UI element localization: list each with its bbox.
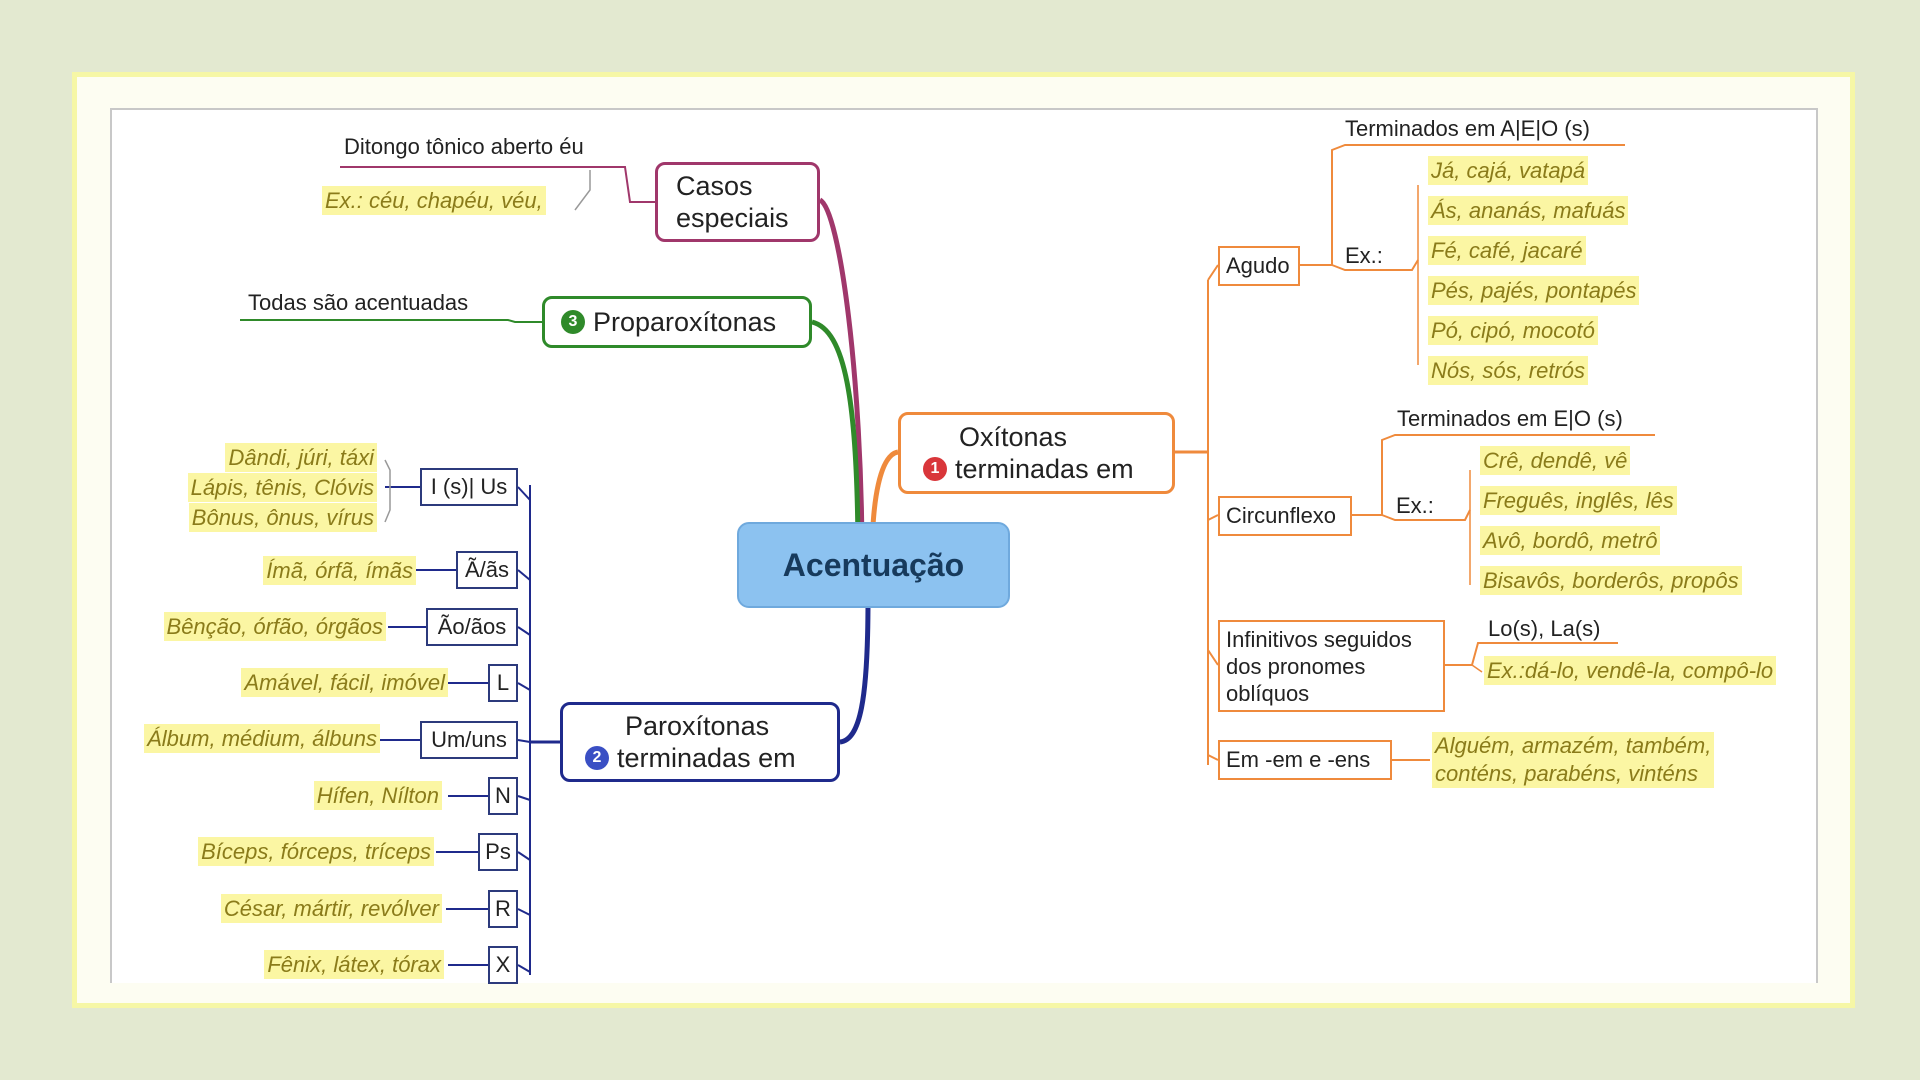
infinitivos-heading: Lo(s), La(s): [1488, 616, 1601, 641]
paroxitonas-label-2: terminadas em: [617, 743, 796, 773]
center-node[interactable]: Acentuação: [737, 522, 1010, 608]
ending-i-us[interactable]: I (s)| Us: [420, 468, 518, 506]
ending-x[interactable]: X: [488, 946, 518, 984]
example-x: Fênix, látex, tórax: [264, 950, 444, 979]
circunflexo-example-4: Bisavôs, borderôs, propôs: [1480, 566, 1742, 595]
em-ens-example-2: conténs, parabéns, vinténs: [1435, 761, 1698, 786]
ending-ao-aos[interactable]: Ão/ãos: [426, 608, 518, 646]
agudo-heading: Terminados em A|E|O (s): [1345, 116, 1590, 141]
proparoxitonas-rule: Todas são acentuadas: [248, 290, 469, 315]
ending-ps[interactable]: Ps: [478, 833, 518, 871]
paroxitonas-label-1: Paroxítonas: [625, 711, 770, 741]
ending-l[interactable]: L: [488, 664, 518, 702]
agudo-node[interactable]: Agudo: [1218, 246, 1300, 286]
infinitivos-example: Ex.:dá-lo, vendê-la, compô-lo: [1484, 656, 1777, 685]
agudo-example-4: Pés, pajés, pontapés: [1428, 276, 1640, 305]
ending-r[interactable]: R: [488, 890, 518, 928]
example-l: Amável, fácil, imóvel: [241, 668, 448, 697]
example-i-us-1: Dândi, júri, táxi: [225, 443, 377, 472]
circunflexo-label: Circunflexo: [1226, 503, 1337, 528]
infinitivos-node[interactable]: Infinitivos seguidos dos pronomes oblíqu…: [1218, 620, 1445, 712]
circunflexo-example-1: Crê, dendê, vê: [1480, 446, 1631, 475]
em-ens-example-1: Alguém, armazém, também,: [1435, 733, 1712, 758]
oxitonas-node[interactable]: Oxítonas 1 terminadas em: [898, 412, 1175, 494]
casos-especiais-label: Casos especiais: [676, 171, 789, 233]
agudo-example-2: Ás, ananás, mafuás: [1428, 196, 1629, 225]
casos-example: Ex.: céu, chapéu, véu,: [322, 186, 546, 215]
circunflexo-ex-label: Ex.:: [1396, 493, 1434, 518]
example-ps: Bíceps, fórceps, tríceps: [198, 837, 434, 866]
paroxitonas-node[interactable]: Paroxítonas 2 terminadas em: [560, 702, 840, 782]
casos-especiais-node[interactable]: Casos especiais: [655, 162, 820, 242]
example-um-uns: Álbum, médium, álbuns: [144, 724, 380, 753]
circunflexo-node[interactable]: Circunflexo: [1218, 496, 1352, 536]
example-i-us-2: Lápis, tênis, Clóvis: [187, 473, 377, 502]
em-ens-examples: Alguém, armazém, também, conténs, parabé…: [1432, 732, 1715, 788]
agudo-example-6: Nós, sós, retrós: [1428, 356, 1589, 385]
example-i-us-3: Bônus, ônus, vírus: [188, 503, 377, 532]
example-r: César, mártir, revólver: [220, 894, 442, 923]
proparoxitonas-label: Proparoxítonas: [593, 306, 777, 337]
oxitonas-label-1: Oxítonas: [959, 422, 1068, 452]
circunflexo-heading: Terminados em E|O (s): [1397, 406, 1623, 431]
example-n: Hífen, Nílton: [313, 781, 442, 810]
ending-a-as[interactable]: Ã/ãs: [456, 551, 518, 589]
agudo-example-5: Pó, cipó, mocotó: [1428, 316, 1598, 345]
agudo-example-3: Fé, café, jacaré: [1428, 236, 1586, 265]
circunflexo-example-2: Freguês, inglês, lês: [1480, 486, 1677, 515]
agudo-ex-label: Ex.:: [1345, 243, 1383, 268]
proparoxitonas-node[interactable]: 3 Proparoxítonas: [542, 296, 812, 348]
oxitonas-number: 1: [923, 457, 947, 481]
agudo-label: Agudo: [1226, 253, 1290, 278]
proparoxitonas-number: 3: [561, 310, 585, 334]
oxitonas-label-2: terminadas em: [955, 454, 1134, 484]
em-ens-label: Em -em e -ens: [1226, 747, 1371, 772]
paroxitonas-number: 2: [585, 746, 609, 770]
casos-rule: Ditongo tônico aberto éu: [344, 134, 584, 159]
example-a-as: Ímã, órfã, ímãs: [263, 556, 416, 585]
circunflexo-example-3: Avô, bordô, metrô: [1480, 526, 1661, 555]
agudo-example-1: Já, cajá, vatapá: [1428, 156, 1589, 185]
center-title: Acentuação: [782, 546, 965, 583]
em-ens-node[interactable]: Em -em e -ens: [1218, 740, 1392, 780]
infinitivos-label: Infinitivos seguidos dos pronomes oblíqu…: [1226, 627, 1412, 706]
ending-n[interactable]: N: [488, 777, 518, 815]
ending-um-uns[interactable]: Um/uns: [420, 721, 518, 759]
example-ao-aos: Bênção, órfão, órgãos: [163, 612, 386, 641]
